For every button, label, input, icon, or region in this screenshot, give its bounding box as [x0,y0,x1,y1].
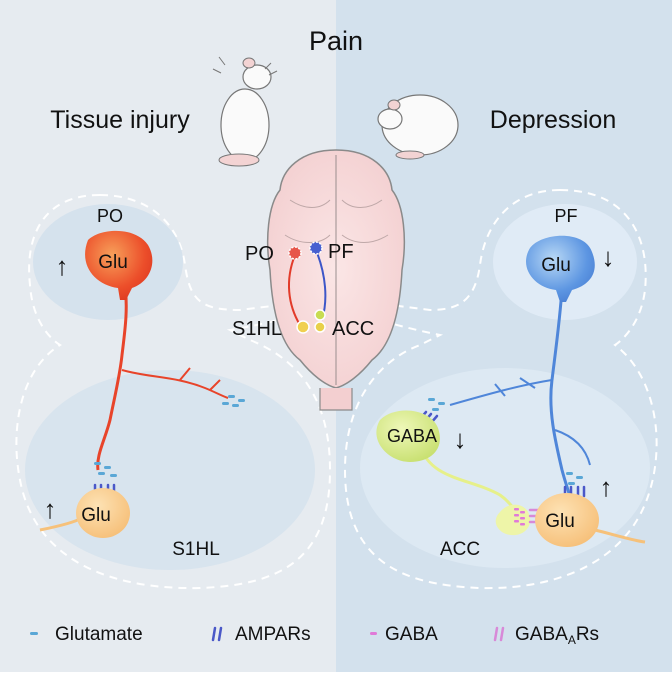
acc-up-arrow: ↑ [600,472,613,502]
acc-neuron [535,493,599,547]
pf-neuron [526,235,595,302]
pf-down-arrow: ↓ [602,242,615,272]
rat-in-pain-illustration [212,56,278,167]
left-glutamate-release [94,395,245,477]
acc-neuron-label: Glu [545,511,575,532]
brain-acc-dot-1 [314,309,326,321]
right-glutamate-release [428,398,583,485]
gaba-cell-label: GABA [387,426,437,446]
brain-label-po: PO [245,243,274,265]
brain-s1hl-dot [296,320,310,334]
pf-region-label: PF [554,206,577,226]
acc-neuron-dendrite [594,528,646,544]
rat-depressed-illustration [377,94,459,160]
gaba-release [514,508,525,526]
gaba-down-arrow: ↓ [454,424,467,454]
legend: Glutamate AMPARs GABA GABAARs [30,624,599,647]
pf-axon [549,287,572,499]
legend-glutamate-icon [30,632,38,635]
gaba-cell [376,410,440,462]
po-axon [96,284,128,471]
title: Pain [309,26,363,56]
po-s1hl-pathway [288,254,301,326]
legend-gaba-icon [370,632,377,635]
pf-axon-branch-2 [554,429,591,466]
right-heading: Depression [490,106,616,134]
legend-ampars-label: AMPARs [235,624,311,645]
s1hl-region-blob [25,370,315,570]
po-neuron-label: Glu [98,252,128,273]
acc-region-blob [360,368,650,568]
brain-pf-dot [309,241,323,255]
pf-neuron-label: Glu [541,255,571,276]
legend-glutamate-label: Glutamate [55,624,143,645]
po-axon-branch [121,367,229,399]
s1hl-neuron [76,488,130,538]
po-region-label: PO [97,206,123,226]
legend-gabaars-icon [493,626,505,642]
s1hl-up-arrow: ↑ [44,494,57,524]
acc-region-label: ACC [440,539,480,560]
po-up-arrow: ↑ [56,251,69,281]
right-dashed-region [335,189,658,590]
s1hl-neuron-label: Glu [81,505,111,526]
brain-label-acc: ACC [332,318,374,340]
legend-gabaars-label: GABAARs [515,624,599,647]
pf-axon-branch [449,377,553,406]
brain-label-pf: PF [328,241,354,263]
s1hl-region-label: S1HL [172,539,220,560]
left-dashed-region [15,194,337,590]
brain-po-dot [288,246,302,260]
po-neuron [85,230,153,300]
brain-acc-dot-2 [314,321,326,333]
brain-label-s1hl: S1HL [232,318,282,340]
legend-gaba-label: GABA [385,624,438,645]
left-heading: Tissue injury [50,106,190,134]
legend-ampars-icon [211,626,223,642]
